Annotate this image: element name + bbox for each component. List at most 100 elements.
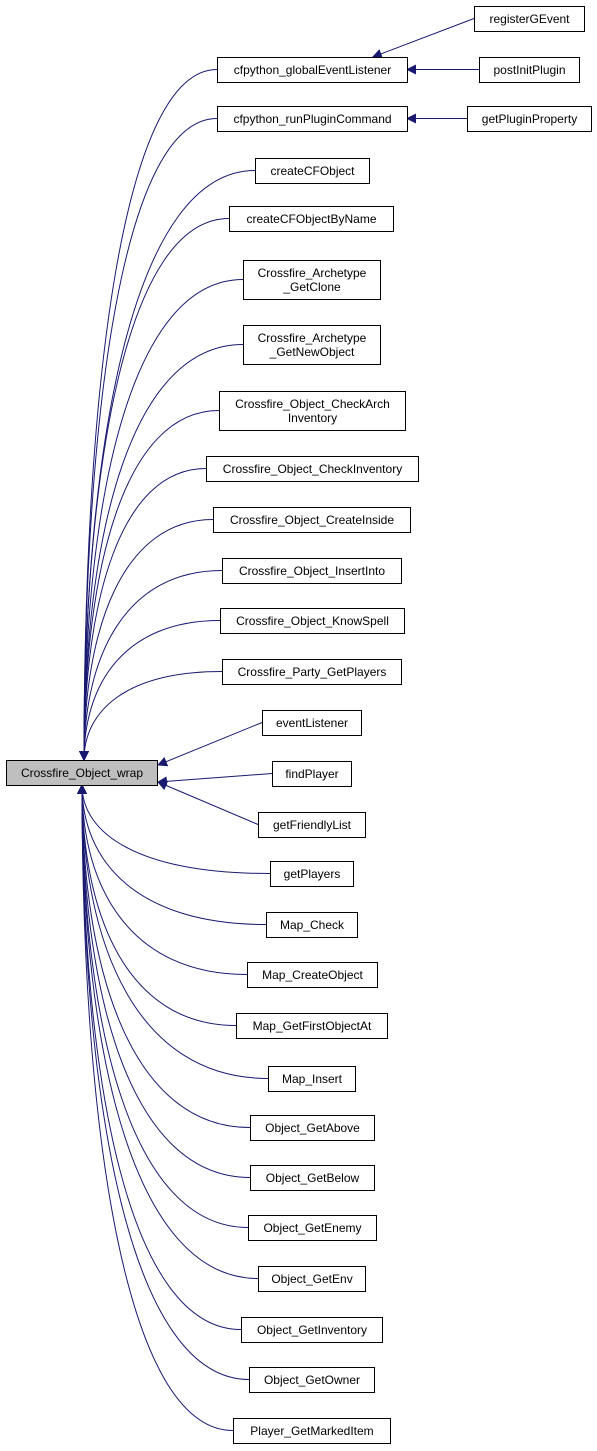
node-getpluginproperty[interactable]: getPluginProperty	[467, 106, 592, 132]
edge-map-insert-to-root	[77, 784, 269, 1079]
root-node[interactable]: Crossfire_Object_wrap	[6, 760, 158, 786]
node-player-getmarkeditem-label: Player_GetMarkedItem	[250, 1424, 373, 1438]
node-registergevent-box	[474, 6, 585, 32]
node-object-getenv[interactable]: Object_GetEnv	[258, 1266, 366, 1292]
edge-cfpython-runplugincommand-to-root	[79, 118, 218, 761]
edge-eventlistener-to-root	[157, 722, 263, 767]
edge-player-getmarkeditem-to-root	[77, 784, 234, 1431]
edge-object-getowner-to-root	[77, 784, 250, 1380]
node-crossfire-object-insertinto-box	[222, 558, 402, 584]
node-getplayers-box	[270, 861, 354, 887]
node-crossfire-object-checkinventory-box	[206, 456, 419, 482]
node-cfpython-runplugincommand-label: cfpython_runPluginCommand	[233, 112, 391, 126]
node-eventlistener-box	[262, 710, 362, 736]
node-map-getfirstobjectat-label: Map_GetFirstObjectAt	[253, 1019, 372, 1033]
edge-map-getfirstobjectat-to-root	[77, 784, 237, 1026]
node-object-getbelow[interactable]: Object_GetBelow	[250, 1165, 375, 1191]
edge-map-createobject-to-root	[77, 784, 248, 975]
node-player-getmarkeditem-box	[233, 1418, 391, 1444]
node-createcfobject[interactable]: createCFObject	[255, 158, 370, 184]
node-crossfire-party-getplayers-label: Crossfire_Party_GetPlayers	[238, 665, 387, 679]
node-crossfire-object-knowspell[interactable]: Crossfire_Object_KnowSpell	[220, 608, 405, 634]
node-postinitplugin[interactable]: postInitPlugin	[479, 57, 580, 83]
node-cfpython-globaleventlistener-label: cfpython_globalEventListener	[234, 63, 391, 77]
node-crossfire-party-getplayers[interactable]: Crossfire_Party_GetPlayers	[222, 659, 402, 685]
node-object-getenv-label: Object_GetEnv	[271, 1272, 352, 1286]
edge-object-getinventory-to-root	[77, 784, 242, 1330]
node-map-createobject[interactable]: Map_CreateObject	[247, 962, 378, 988]
call-edges	[77, 18, 479, 1431]
node-object-getabove-label: Object_GetAbove	[265, 1121, 360, 1135]
node-registergevent-label: registerGEvent	[489, 12, 570, 26]
node-cfpython-runplugincommand[interactable]: cfpython_runPluginCommand	[217, 106, 408, 132]
node-crossfire-object-createinside-box	[213, 507, 411, 533]
node-getfriendlylist[interactable]: getFriendlyList	[258, 812, 366, 838]
edge-registergevent-to-cfpython-globaleventlistener	[371, 18, 475, 59]
node-createcfobjectbyname-label: createCFObjectByName	[246, 212, 376, 226]
node-crossfire-object-insertinto[interactable]: Crossfire_Object_InsertInto	[222, 558, 402, 584]
node-getplayers[interactable]: getPlayers	[270, 861, 354, 887]
node-object-getbelow-box	[250, 1165, 375, 1191]
edge-findplayer-to-root	[157, 773, 273, 787]
node-object-getenv-box	[258, 1266, 366, 1292]
node-map-getfirstobjectat[interactable]: Map_GetFirstObjectAt	[236, 1013, 388, 1039]
node-object-getinventory[interactable]: Object_GetInventory	[241, 1317, 383, 1343]
node-crossfire-object-checkarchinventory-box	[219, 391, 406, 431]
node-createcfobject-box	[255, 158, 370, 184]
node-createcfobjectbyname-box	[229, 206, 394, 232]
edge-crossfire-party-getplayers-to-root	[79, 671, 223, 761]
node-eventlistener-label: eventListener	[276, 716, 348, 730]
node-getfriendlylist-label: getFriendlyList	[273, 818, 352, 832]
node-object-getowner-label: Object_GetOwner	[264, 1373, 360, 1387]
node-map-createobject-label: Map_CreateObject	[262, 968, 363, 982]
root-node-box	[6, 760, 158, 786]
node-crossfire-party-getplayers-box	[222, 659, 402, 685]
node-map-check-label: Map_Check	[280, 918, 345, 932]
node-postinitplugin-label: postInitPlugin	[493, 63, 565, 77]
edge-crossfire-object-checkarchinventory-to-root	[79, 410, 220, 761]
edge-object-getabove-to-root	[77, 784, 251, 1128]
edge-crossfire-object-checkinventory-to-root	[79, 468, 207, 761]
node-map-insert-label: Map_Insert	[282, 1072, 343, 1086]
edge-createcfobjectbyname-to-root	[79, 218, 230, 761]
edge-crossfire-object-createinside-to-root	[79, 519, 214, 761]
node-crossfire-archetype-getclone-box	[243, 260, 381, 300]
node-crossfire-archetype-getnewobject[interactable]: Crossfire_Archetype_GetNewObject	[243, 325, 381, 365]
node-crossfire-object-checkinventory[interactable]: Crossfire_Object_CheckInventory	[206, 456, 419, 482]
node-object-getenemy-box	[248, 1215, 377, 1241]
node-player-getmarkeditem[interactable]: Player_GetMarkedItem	[233, 1418, 391, 1444]
node-crossfire-archetype-getclone-label-line-2: _GetClone	[282, 280, 341, 294]
node-crossfire-object-checkarchinventory-label-line-1: Crossfire_Object_CheckArch	[235, 397, 390, 411]
node-createcfobject-label: createCFObject	[270, 164, 355, 178]
node-object-getabove-box	[250, 1115, 375, 1141]
node-crossfire-object-createinside[interactable]: Crossfire_Object_CreateInside	[213, 507, 411, 533]
node-map-check-box	[266, 912, 358, 938]
node-crossfire-archetype-getclone[interactable]: Crossfire_Archetype_GetClone	[243, 260, 381, 300]
node-cfpython-globaleventlistener[interactable]: cfpython_globalEventListener	[217, 57, 408, 83]
node-crossfire-archetype-getnewobject-label-line-1: Crossfire_Archetype	[258, 331, 367, 345]
node-object-getowner[interactable]: Object_GetOwner	[249, 1367, 375, 1393]
node-eventlistener[interactable]: eventListener	[262, 710, 362, 736]
node-object-getabove[interactable]: Object_GetAbove	[250, 1115, 375, 1141]
node-map-insert[interactable]: Map_Insert	[268, 1066, 356, 1092]
node-object-getenemy[interactable]: Object_GetEnemy	[248, 1215, 377, 1241]
node-map-getfirstobjectat-box	[236, 1013, 388, 1039]
edge-map-check-to-root	[77, 784, 267, 925]
edge-getplayers-to-root	[77, 784, 271, 874]
node-crossfire-archetype-getnewobject-label-line-2: _GetNewObject	[269, 345, 355, 359]
node-getplayers-label: getPlayers	[284, 867, 341, 881]
node-createcfobjectbyname[interactable]: createCFObjectByName	[229, 206, 394, 232]
node-map-check[interactable]: Map_Check	[266, 912, 358, 938]
root-node-label: Crossfire_Object_wrap	[21, 766, 143, 780]
node-crossfire-object-checkinventory-label: Crossfire_Object_CheckInventory	[223, 462, 402, 476]
node-registergevent[interactable]: registerGEvent	[474, 6, 585, 32]
node-map-createobject-box	[247, 962, 378, 988]
node-findplayer[interactable]: findPlayer	[272, 761, 352, 787]
node-crossfire-archetype-getnewobject-box	[243, 325, 381, 365]
node-postinitplugin-box	[479, 57, 580, 83]
node-object-getbelow-label: Object_GetBelow	[266, 1171, 360, 1185]
node-cfpython-runplugincommand-box	[217, 106, 408, 132]
edge-object-getenv-to-root	[77, 784, 259, 1279]
